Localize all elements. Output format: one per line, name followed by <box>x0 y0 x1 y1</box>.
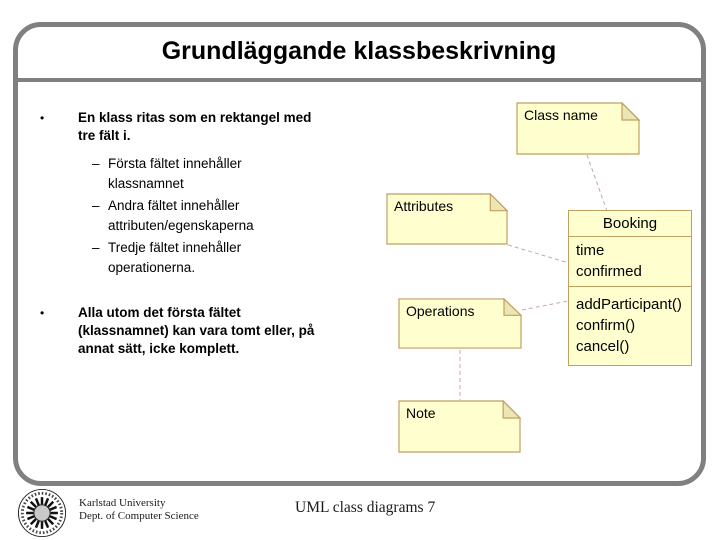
sub-bullet-marker: – <box>92 156 100 171</box>
bullet-list: • En klass ritas som en rektangel med tr… <box>40 109 340 367</box>
operation-item: cancel() <box>576 338 630 355</box>
university-name: Karlstad University <box>79 497 166 509</box>
page-footer-label: UML class diagrams 7 <box>295 499 436 516</box>
slide-frame <box>13 22 706 486</box>
class-name-compartment: Booking <box>602 215 658 232</box>
sub-bullet-marker: – <box>92 198 100 213</box>
bullet-item: • Alla utom det första fältet (klassnamn… <box>40 304 340 358</box>
note-shape-icon <box>398 298 522 349</box>
operation-item: confirm() <box>576 317 636 334</box>
sub-bullet-text: Andra fältet innehåller attributen/egens… <box>108 198 254 233</box>
note-label: Attributes <box>394 198 454 214</box>
note-operations: Operations <box>398 298 522 349</box>
note-note: Note <box>398 400 521 453</box>
class-operations-compartment: addParticipant() confirm() cancel() <box>569 286 691 365</box>
sub-bullet-item: – Första fältet innehåller klassnamnet <box>92 154 340 194</box>
university-dept: Dept. of Computer Science <box>79 510 199 522</box>
bullet-marker: • <box>40 111 45 125</box>
note-class-name: Class name <box>516 102 640 155</box>
sub-bullet-item: – Andra fältet innehåller attributen/ege… <box>92 196 340 236</box>
note-label: Class name <box>524 107 598 123</box>
sub-bullet-text: Första fältet innehåller klassnamnet <box>108 156 242 191</box>
bullet-marker: • <box>40 306 45 320</box>
sub-bullet-marker: – <box>92 240 100 255</box>
attribute-item: confirmed <box>576 263 642 280</box>
bullet-item: • En klass ritas som en rektangel med tr… <box>40 109 340 145</box>
bullet-text: Alla utom det första fältet (klassnamnet… <box>78 305 315 356</box>
title-separator <box>17 78 701 82</box>
operation-item: addParticipant() <box>576 296 682 313</box>
class-box-booking: Booking time confirmed addParticipant() … <box>568 210 692 366</box>
sub-bullet-text: Tredje fältet innehåller operationerna. <box>108 240 242 275</box>
class-attributes-compartment: time confirmed <box>569 236 691 286</box>
note-label: Note <box>406 405 436 421</box>
note-attributes: Attributes <box>386 193 508 245</box>
page-title: Grundläggande klassbeskrivning <box>161 37 557 65</box>
attribute-item: time <box>576 242 605 259</box>
note-shape-icon <box>386 193 508 245</box>
university-seal-icon <box>17 488 67 538</box>
bullet-text: En klass ritas som en rektangel med tre … <box>78 110 312 143</box>
note-shape-icon <box>516 102 640 155</box>
sub-bullet-item: – Tredje fältet innehåller operationerna… <box>92 238 340 278</box>
note-label: Operations <box>406 303 475 319</box>
note-shape-icon <box>398 400 521 453</box>
university-info: Karlstad University Dept. of Computer Sc… <box>79 497 279 523</box>
